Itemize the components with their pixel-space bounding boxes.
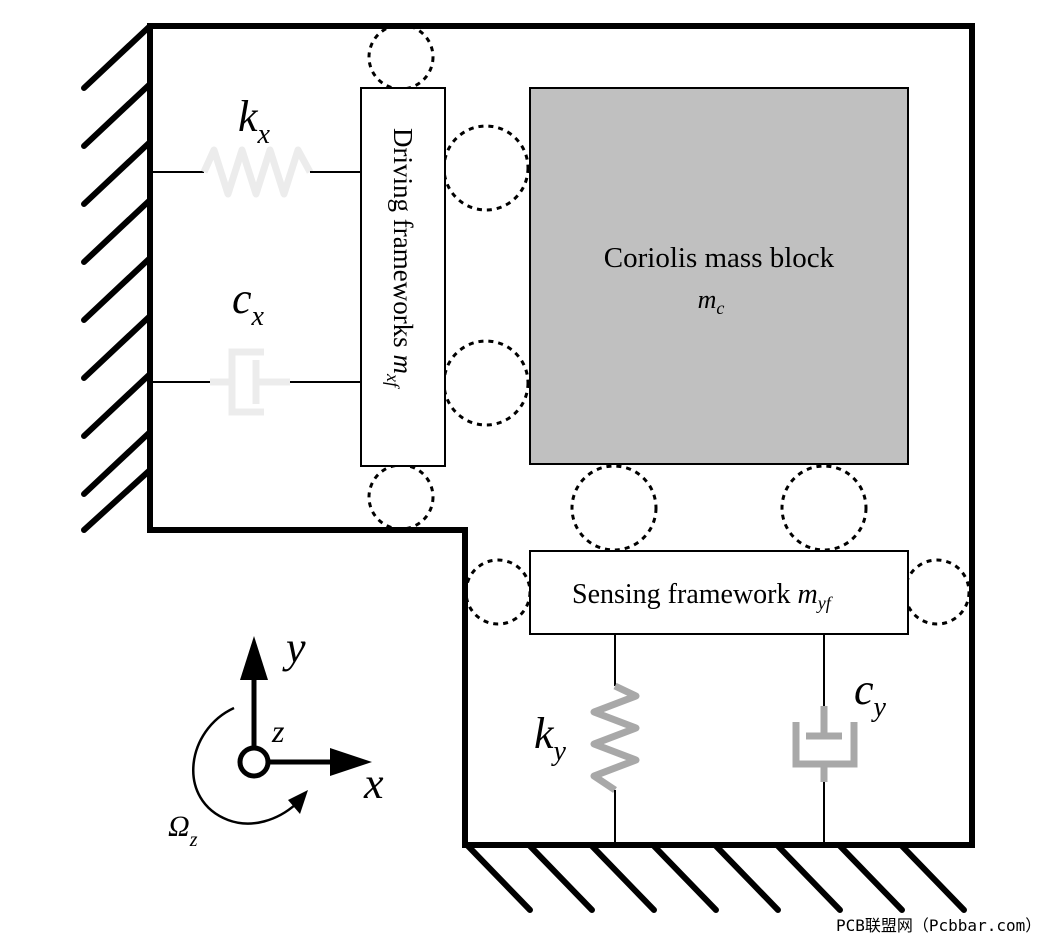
coordinate-axes (192, 636, 372, 825)
z-axis-origin-icon (237, 745, 271, 779)
spring-kx-icon (150, 146, 361, 198)
cy-label: cy (854, 665, 887, 723)
roller-circle (903, 558, 971, 626)
roller-circle (570, 464, 658, 552)
roller-circle (780, 464, 868, 552)
outer-frame (147, 23, 975, 848)
kx-label: kx (238, 92, 271, 150)
axis-y-label: y (282, 623, 306, 672)
ky-label: ky (534, 709, 567, 767)
bottom-ground-hatch (465, 843, 967, 913)
spring-ky-icon (590, 634, 640, 845)
axis-z-label: z (271, 713, 285, 749)
coriolis-mass-block (529, 87, 909, 465)
sensing-framework (529, 550, 909, 635)
left-ground-hatch (81, 23, 153, 533)
damper-cx-icon (150, 348, 361, 416)
watermark: PCB联盟网（Pcbbar.com） (836, 916, 1039, 935)
omega-z-label: Ωz (168, 810, 198, 851)
sensing-framework-label: Sensing framework myf (572, 579, 834, 613)
axis-x-label: x (363, 759, 384, 808)
cx-label: cx (232, 274, 265, 332)
rotation-arc-icon (192, 706, 297, 825)
roller-circle (442, 339, 530, 427)
damper-cy-icon (792, 634, 858, 845)
coriolis-mass-symbol: mc (698, 285, 725, 318)
rotation-arrowhead-icon (288, 790, 308, 814)
roller-circle (464, 558, 532, 626)
driving-framework (360, 87, 446, 467)
driving-framework-label: Driving frameworks mxf (383, 128, 418, 390)
roller-circle (367, 463, 435, 531)
roller-circle (367, 23, 435, 91)
coriolis-label: Coriolis mass block (604, 242, 835, 274)
y-arrow-icon (240, 636, 268, 680)
x-arrow-icon (330, 748, 372, 776)
roller-circle (442, 124, 530, 212)
